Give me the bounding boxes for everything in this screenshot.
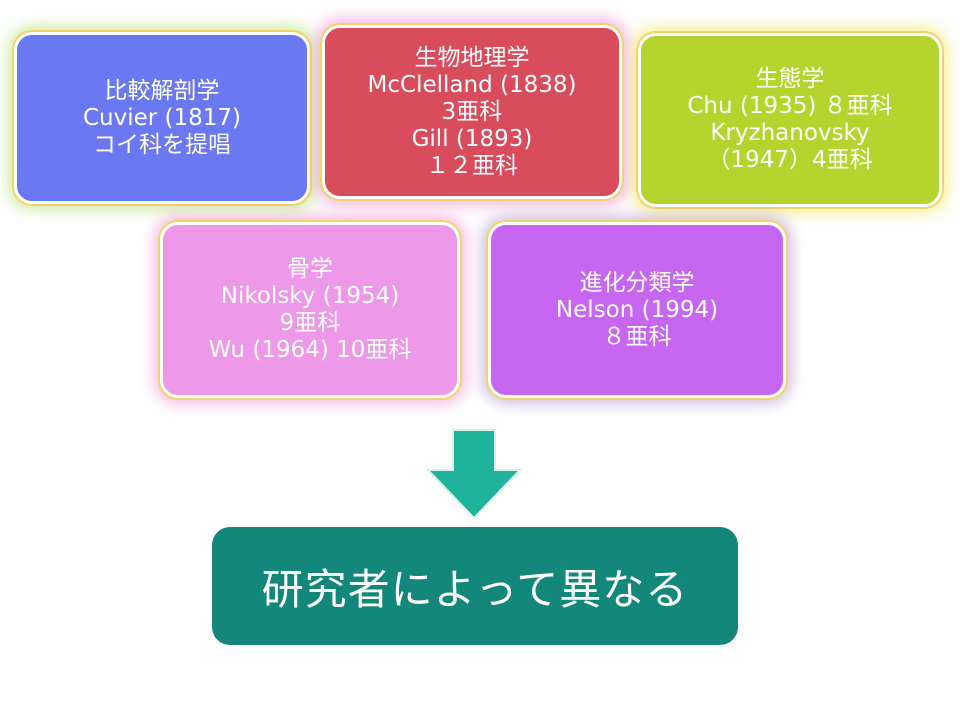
- card-line: Nikolsky (1954): [220, 283, 400, 309]
- card-line: Wu (1964) 10亜科: [208, 337, 412, 363]
- conclusion-box: 研究者によって異なる: [212, 527, 738, 645]
- card-osteology: 骨学 Nikolsky (1954) 9亜科 Wu (1964) 10亜科: [160, 222, 460, 398]
- card-line: McClelland (1838): [367, 71, 577, 98]
- down-arrow-icon: [426, 429, 522, 520]
- card-title: 生態学: [755, 66, 825, 92]
- card-line: Cuvier (1817): [82, 104, 242, 131]
- card-line: Chu (1935) ８亜科: [687, 93, 893, 119]
- card-title: 生物地理学: [414, 44, 530, 71]
- card-line: ８亜科: [602, 323, 672, 350]
- conclusion-text: 研究者によって異なる: [261, 564, 689, 614]
- card-title: 骨学: [287, 256, 333, 282]
- card-line: 3亜科: [441, 98, 503, 125]
- card-title: 進化分類学: [579, 269, 695, 296]
- card-title: 比較解剖学: [104, 77, 220, 104]
- card-evolutionary-taxonomy: 進化分類学 Nelson (1994) ８亜科: [488, 222, 786, 398]
- card-line: Gill (1893): [411, 125, 533, 152]
- card-line: Kryzhanovsky: [710, 120, 870, 146]
- card-comparative-anatomy: 比較解剖学 Cuvier (1817) コイ科を提唱: [14, 32, 310, 204]
- card-ecology: 生態学 Chu (1935) ８亜科 Kryzhanovsky （1947）4亜…: [638, 33, 942, 207]
- card-line: 9亜科: [279, 310, 341, 336]
- card-line: Nelson (1994): [555, 296, 719, 323]
- card-biogeography: 生物地理学 McClelland (1838) 3亜科 Gill (1893) …: [322, 25, 622, 199]
- card-line: コイ科を提唱: [93, 131, 231, 158]
- card-line: （1947）4亜科: [707, 147, 873, 173]
- card-line: １２亜科: [426, 152, 518, 179]
